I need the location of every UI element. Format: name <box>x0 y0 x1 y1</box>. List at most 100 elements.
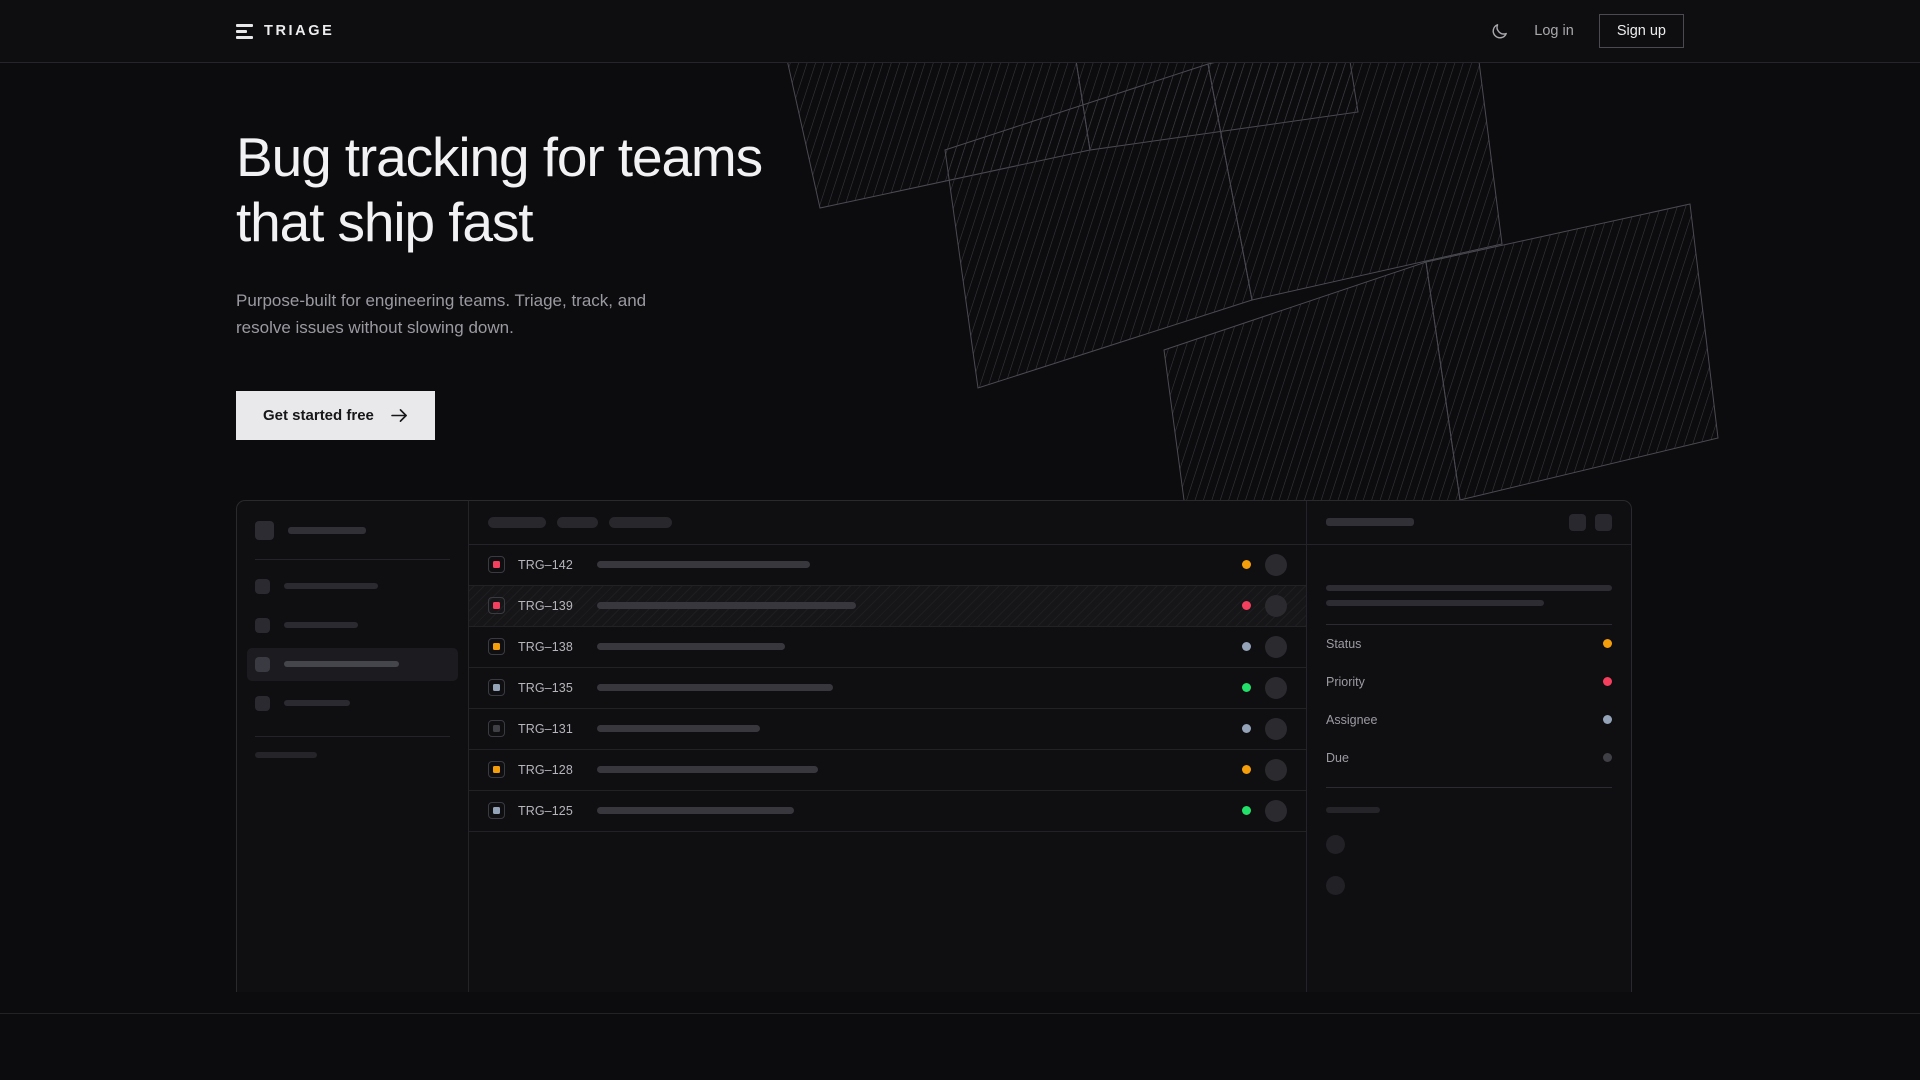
sidebar-divider-top <box>255 558 450 560</box>
detail-header-actions <box>1569 513 1612 531</box>
row-meta <box>1242 799 1306 822</box>
sidebar-item-label-placeholder <box>284 622 358 629</box>
meta-label: Due <box>1326 750 1349 765</box>
page-title: Bug tracking for teams that ship fast <box>236 125 876 255</box>
priority-badge[interactable] <box>488 597 505 615</box>
comment-avatar[interactable] <box>1326 834 1345 854</box>
issue-id: TRG–139 <box>518 598 573 613</box>
row-meta <box>1242 635 1306 658</box>
comment-avatars <box>1326 834 1612 895</box>
meta-row-due[interactable]: Due <box>1326 739 1612 777</box>
issue-id: TRG–135 <box>518 680 573 695</box>
moon-icon[interactable] <box>1490 22 1509 41</box>
description-line <box>1326 584 1612 591</box>
row-meta <box>1242 594 1306 617</box>
table-row[interactable]: TRG–138 <box>469 627 1306 668</box>
filter-chip[interactable] <box>557 516 598 528</box>
table-row[interactable]: TRG–142 <box>469 545 1306 586</box>
meta-row-status[interactable]: Status <box>1326 625 1612 663</box>
status-badge[interactable] <box>1242 642 1251 652</box>
brand-logo[interactable]: TRIAGE <box>236 23 334 39</box>
workspace-avatar <box>255 520 274 540</box>
priority-badge[interactable] <box>488 802 505 820</box>
table-row[interactable]: TRG–135 <box>469 668 1306 709</box>
status-badge[interactable] <box>1242 683 1251 693</box>
meta-value-indicator <box>1603 753 1612 763</box>
status-badge[interactable] <box>1242 724 1251 734</box>
avatar[interactable] <box>1265 635 1287 658</box>
sidebar-item-label-placeholder <box>284 583 378 590</box>
status-badge[interactable] <box>1242 806 1251 816</box>
activity-label-placeholder <box>1326 806 1380 813</box>
get-started-button[interactable]: Get started free <box>236 390 435 440</box>
issue-title-placeholder <box>597 643 785 651</box>
sidebar-item-icon <box>255 695 270 711</box>
sidebar-item-4[interactable] <box>247 687 458 720</box>
avatar[interactable] <box>1265 594 1287 617</box>
detail-activity-divider <box>1326 786 1612 788</box>
workspace-name-placeholder <box>288 526 366 534</box>
issue-list-toolbar <box>469 501 1306 545</box>
row-meta <box>1242 717 1306 740</box>
sidebar-project-list <box>237 766 468 796</box>
avatar[interactable] <box>1265 553 1287 576</box>
sidebar-item-3[interactable] <box>247 647 458 681</box>
priority-badge[interactable] <box>488 720 505 738</box>
issue-title-placeholder <box>597 807 794 815</box>
detail-description-placeholder <box>1326 584 1612 606</box>
comment-avatar[interactable] <box>1326 875 1345 895</box>
table-row[interactable]: TRG–139 <box>469 585 1306 627</box>
heading-line-2: that ship fast <box>236 190 534 253</box>
meta-row-assignee[interactable]: Assignee <box>1326 701 1612 739</box>
arrow-right-icon <box>391 408 407 422</box>
row-meta <box>1242 553 1306 576</box>
signup-button[interactable]: Sign up <box>1598 14 1684 48</box>
mockup-sidebar <box>237 500 469 992</box>
site-header: TRIAGE Log in Sign up <box>0 0 1920 63</box>
issue-id: TRG–138 <box>518 639 573 654</box>
meta-label: Status <box>1326 636 1362 651</box>
status-badge[interactable] <box>1242 765 1251 775</box>
priority-badge[interactable] <box>488 556 505 574</box>
detail-header <box>1307 501 1631 545</box>
status-badge[interactable] <box>1242 601 1251 611</box>
issue-title-placeholder <box>597 602 856 610</box>
detail-activity <box>1326 788 1612 895</box>
avatar[interactable] <box>1265 676 1287 699</box>
priority-badge[interactable] <box>488 679 505 697</box>
avatar[interactable] <box>1265 758 1287 781</box>
sidebar-item-2[interactable] <box>247 609 458 642</box>
filter-chip[interactable] <box>609 516 672 528</box>
detail-action-button[interactable] <box>1569 513 1586 531</box>
meta-value-indicator <box>1603 677 1612 687</box>
priority-badge[interactable] <box>488 761 505 779</box>
login-link[interactable]: Log in <box>1534 23 1574 39</box>
priority-badge[interactable] <box>488 638 505 656</box>
section-divider <box>0 1013 1920 1014</box>
avatar[interactable] <box>1265 799 1287 822</box>
workspace-switcher[interactable] <box>237 501 468 559</box>
sidebar-item-1[interactable] <box>247 570 458 603</box>
detail-action-button[interactable] <box>1595 513 1612 531</box>
issue-id: TRG–125 <box>518 803 573 818</box>
filter-chip[interactable] <box>488 516 546 528</box>
detail-divider <box>1326 623 1612 625</box>
section-label-placeholder <box>255 751 317 758</box>
row-meta <box>1242 676 1306 699</box>
table-row[interactable]: TRG–125 <box>469 791 1306 832</box>
avatar[interactable] <box>1265 717 1287 740</box>
table-row[interactable]: TRG–128 <box>469 750 1306 791</box>
sidebar-item-icon <box>255 656 270 672</box>
table-row[interactable]: TRG–131 <box>469 709 1306 750</box>
brand-name: TRIAGE <box>264 23 335 39</box>
status-badge[interactable] <box>1242 560 1251 570</box>
header-actions: Log in Sign up <box>1490 14 1684 48</box>
sidebar-nav <box>237 560 468 736</box>
meta-row-priority[interactable]: Priority <box>1326 663 1612 701</box>
issue-id: TRG–128 <box>518 762 573 777</box>
